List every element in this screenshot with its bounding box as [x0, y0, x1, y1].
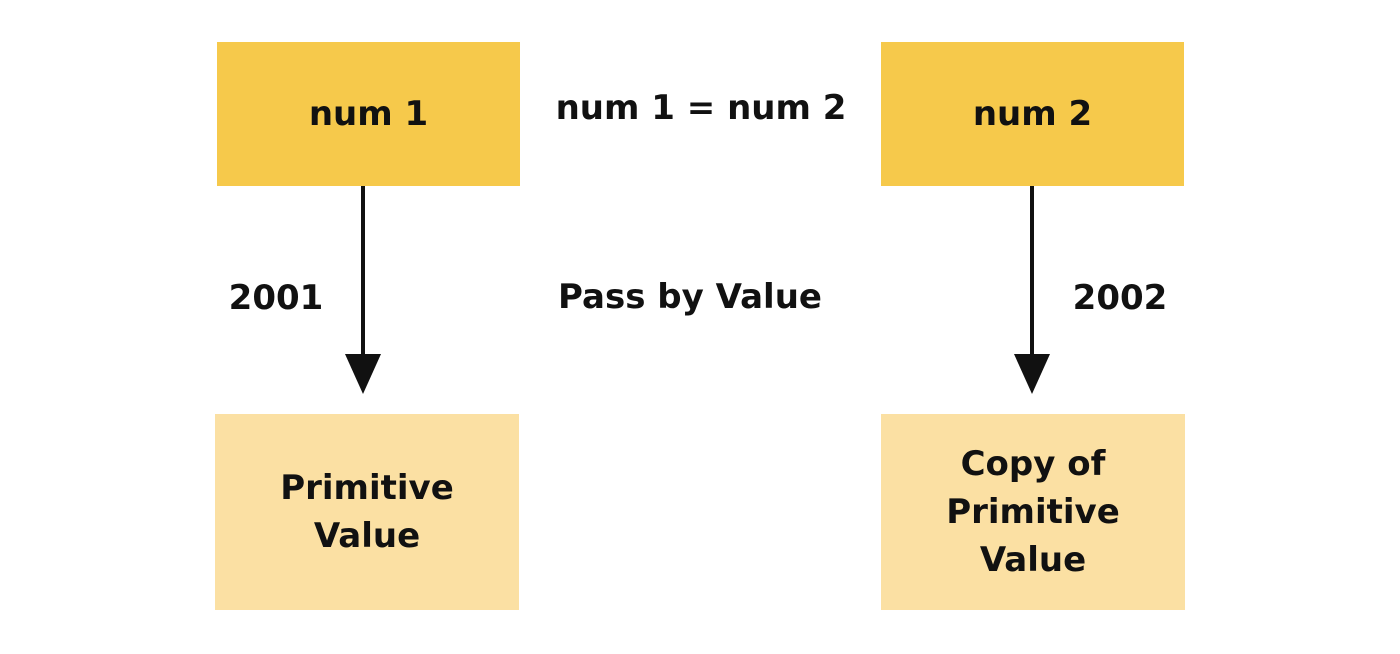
variable-box-num1: num 1: [217, 42, 520, 186]
variable-label-num2: num 2: [972, 93, 1093, 134]
variable-label-num1: num 1: [308, 93, 429, 134]
assignment-expression: num 1 = num 2: [555, 88, 847, 128]
diagram-title: Pass by Value: [558, 277, 822, 317]
variable-box-num2: num 2: [881, 42, 1184, 186]
arrow-down-icon: [1014, 186, 1050, 394]
arrow-down-icon: [345, 186, 381, 394]
arrow-num2-to-copy: [1012, 186, 1052, 396]
value-box-copy-of-primitive: Copy of Primitive Value: [881, 414, 1185, 610]
arrow-num1-to-value: [343, 186, 383, 396]
value-label-copy-of-primitive: Copy of Primitive Value: [946, 443, 1120, 581]
value-box-primitive: Primitive Value: [215, 414, 519, 610]
address-label-2002: 2002: [1072, 278, 1168, 318]
address-label-2001: 2001: [228, 278, 324, 318]
value-label-primitive: Primitive Value: [280, 467, 454, 556]
